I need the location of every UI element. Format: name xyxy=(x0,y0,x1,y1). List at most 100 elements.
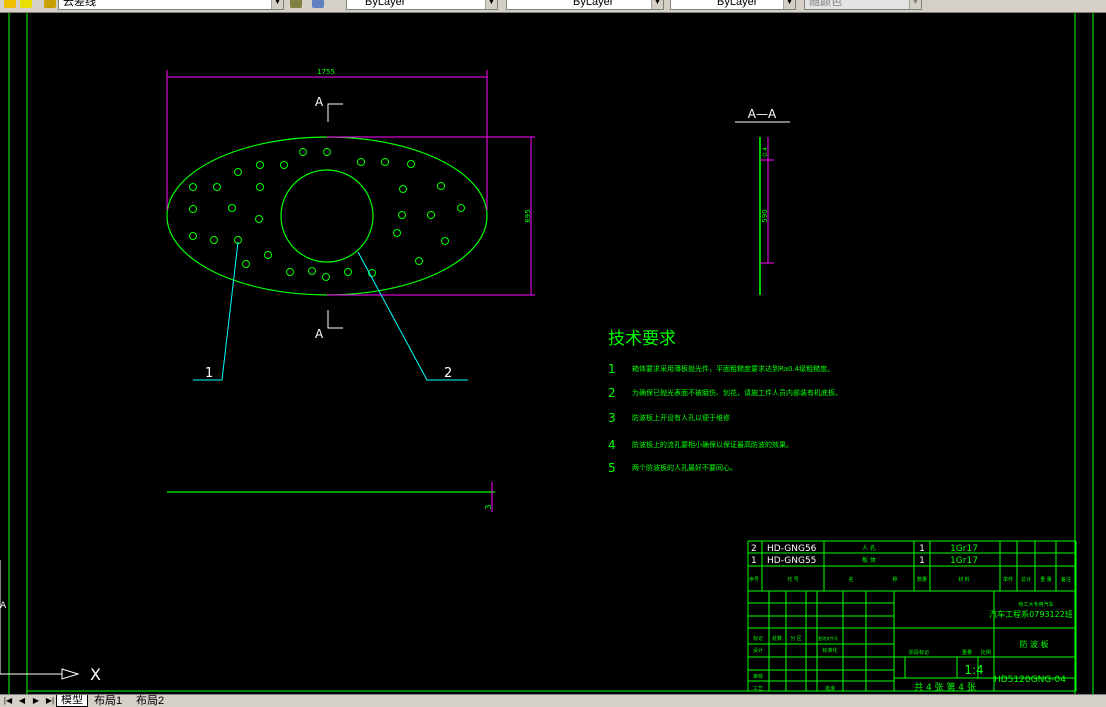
chevron-down-icon[interactable]: ▼ xyxy=(485,0,497,9)
ucs-a-label: A xyxy=(0,601,7,611)
tech-req-title: 技术要求 xyxy=(608,329,676,349)
title-block-text: 备注 xyxy=(1061,576,1071,583)
title-block-text: 2 xyxy=(751,544,757,554)
title-block-text: 板 体 xyxy=(862,556,876,564)
color-dropdown[interactable]: ByLayer ▼ xyxy=(346,0,498,10)
title-block-text: 标记 xyxy=(753,635,763,642)
title-block-text: 共 4 张 第 4 张 xyxy=(914,681,976,693)
tech-req-number: 4 xyxy=(608,438,616,452)
hole xyxy=(256,183,264,191)
title-block-text: 防 波 板 xyxy=(1019,639,1048,649)
chevron-down-icon[interactable]: ▼ xyxy=(783,0,795,9)
hole xyxy=(415,257,423,265)
hole xyxy=(344,268,352,276)
title-block-text: 批准 xyxy=(825,685,835,692)
scale-value: 1:4 xyxy=(964,663,983,677)
tech-req-text: 两个防波板的人孔最好不要同心。 xyxy=(632,463,737,472)
title-block-text: 工艺 xyxy=(753,686,763,692)
hole xyxy=(407,160,415,168)
layer-previous-icon[interactable] xyxy=(312,0,324,8)
title-block-text: 重 量 xyxy=(1040,576,1052,583)
title-block-text: HD-GNG56 xyxy=(767,544,817,554)
layer-dropdown-value: 云差线 xyxy=(63,0,96,8)
hole xyxy=(457,204,465,212)
layer-bulb-icon[interactable] xyxy=(4,0,16,8)
tab-layout1[interactable]: 布局1 xyxy=(94,695,123,707)
leader-lines xyxy=(193,241,468,381)
title-block-text: 单件 xyxy=(1003,576,1013,583)
hole xyxy=(213,183,221,191)
callout-1: 1 xyxy=(205,366,213,381)
layer-sun-icon[interactable] xyxy=(20,0,32,8)
hole xyxy=(234,168,242,176)
prev-tab-icon[interactable]: ◀ xyxy=(18,696,26,705)
tech-req-number: 2 xyxy=(608,386,616,400)
title-block-text: 称 xyxy=(892,576,897,583)
chevron-down-icon[interactable]: ▼ xyxy=(651,0,663,9)
hole xyxy=(255,215,263,223)
title-block-text: 人 孔 xyxy=(862,544,876,552)
title-block-text: 阶段标记 xyxy=(909,649,929,656)
height-dim: 695 xyxy=(524,209,532,222)
title-block-text: 分 区 xyxy=(790,635,802,642)
hole xyxy=(393,229,401,237)
plate-outline xyxy=(166,136,488,296)
lineweight-dropdown-value: ByLayer xyxy=(717,0,758,8)
title-block-text: 更改文件号 xyxy=(818,635,838,641)
ucs-x-label: X xyxy=(90,665,101,684)
tab-layout2[interactable]: 布局2 xyxy=(136,695,165,707)
make-current-layer-icon[interactable] xyxy=(290,0,302,8)
title-block-text: 材 料 xyxy=(958,576,970,583)
hole xyxy=(437,182,445,190)
last-tab-icon[interactable]: ▶| xyxy=(45,696,55,705)
hole xyxy=(381,158,389,166)
title-block-text: 重量 xyxy=(962,649,972,656)
dimensions xyxy=(166,70,535,296)
plotstyle-dropdown[interactable]: 随颜色 ▼ xyxy=(804,0,922,10)
next-tab-icon[interactable]: ▶ xyxy=(32,696,40,705)
hole xyxy=(441,237,449,245)
hole xyxy=(368,269,376,277)
drawing-frame xyxy=(8,13,1094,695)
hole xyxy=(427,211,435,219)
callout-2: 2 xyxy=(444,366,452,381)
layer-lock-icon[interactable] xyxy=(44,0,56,8)
chevron-down-icon[interactable]: ▼ xyxy=(909,0,921,9)
hole xyxy=(264,251,272,259)
title-block-text: 序号 xyxy=(749,576,759,583)
properties-toolbar: 云差线 ▼ ByLayer ▼ ByLayer ▼ ByLayer ▼ 随颜色 … xyxy=(0,0,1106,13)
title-block-text: 1Gr17 xyxy=(950,544,978,554)
title-block-text: 标准化 xyxy=(822,647,837,654)
first-tab-icon[interactable]: |◀ xyxy=(3,696,13,705)
manhole-circle xyxy=(280,169,374,263)
hole xyxy=(357,158,365,166)
thickness-dim: 3 xyxy=(484,504,493,509)
hole xyxy=(228,204,236,212)
hole xyxy=(299,148,307,156)
hole xyxy=(322,273,330,281)
overall-width-dim: 1755 xyxy=(317,68,335,76)
title-block-text: 总计 xyxy=(1021,576,1031,583)
title-block-text: 哈工大专用汽车 xyxy=(1018,601,1053,608)
tech-req-text: 防波板上的流孔要相小确保以保证最高防波的效果。 xyxy=(632,440,793,449)
tech-req-number: 1 xyxy=(608,362,616,376)
section-marks xyxy=(327,103,343,329)
plate-view xyxy=(166,136,488,296)
hole xyxy=(189,183,197,191)
color-dropdown-value: ByLayer xyxy=(365,0,406,8)
chevron-down-icon[interactable]: ▼ xyxy=(271,0,283,9)
linetype-dropdown[interactable]: ByLayer ▼ xyxy=(506,0,664,10)
hole xyxy=(189,232,197,240)
title-block-text: 数量 xyxy=(917,576,927,583)
title-block-text: 代 号 xyxy=(787,576,799,583)
lineweight-dropdown[interactable]: ByLayer ▼ xyxy=(670,0,796,10)
layer-dropdown[interactable]: 云差线 ▼ xyxy=(58,0,284,10)
hole xyxy=(323,148,331,156)
tab-model[interactable]: 模型 xyxy=(56,695,88,707)
hole xyxy=(280,161,288,169)
hole xyxy=(256,161,264,169)
section-mark-top: A xyxy=(315,95,324,109)
ucs-icon xyxy=(0,560,80,680)
plotstyle-dropdown-value: 随颜色 xyxy=(809,0,842,8)
